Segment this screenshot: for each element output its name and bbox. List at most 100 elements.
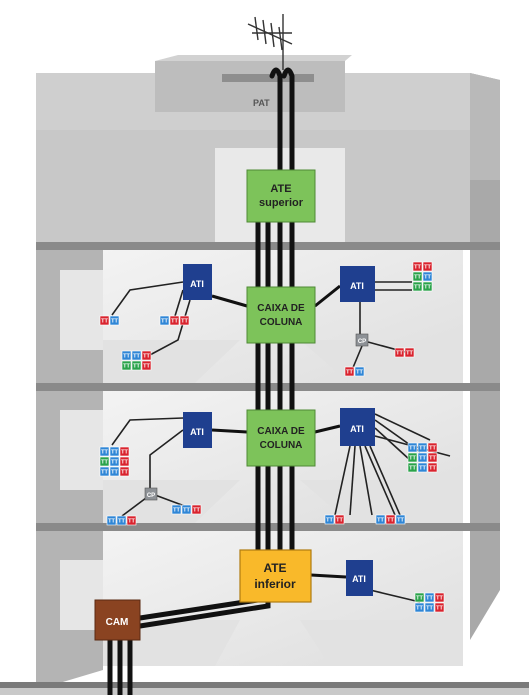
tt-outlet-label: TT [101,470,108,476]
svg-text:ATI: ATI [190,427,204,437]
tt-outlet-label: TT [429,466,436,472]
ati-floor-2-left: ATI [183,412,212,448]
tt-outlet [109,446,120,457]
tt-outlet-label: TT [426,596,433,602]
tt-outlet-label: TT [123,354,130,360]
svg-text:inferior: inferior [254,577,296,591]
tt-outlet [109,456,120,467]
svg-text:CP: CP [147,493,155,499]
tt-outlet-label: TT [429,456,436,462]
tt-outlet-label: TT [414,265,421,271]
tt-outlet [99,466,110,477]
tt-outlet-label: TT [387,518,394,524]
tt-outlet [422,281,433,292]
tt-outlet [169,315,180,326]
tt-outlet-label: TT [143,364,150,370]
tt-outlet [121,360,132,371]
svg-text:ATE: ATE [270,183,291,195]
tt-outlet [121,350,132,361]
tt-outlet [434,592,445,603]
tt-outlet-label: TT [409,466,416,472]
tt-outlet [417,462,428,473]
tt-outlet [394,347,405,358]
tt-outlet [395,514,406,525]
tt-outlet-label: TT [123,364,130,370]
tt-outlet-label: TT [111,460,118,466]
tt-outlet-label: TT [424,285,431,291]
tt-outlet [116,515,127,526]
svg-text:CAM: CAM [106,617,129,628]
tt-outlet-label: TT [173,508,180,514]
tt-outlet-label: TT [161,319,168,325]
riser-cables [255,67,295,591]
tt-outlet-label: TT [436,606,443,612]
tt-outlet [417,442,428,453]
tt-outlet-label: TT [426,606,433,612]
tt-outlet-label: TT [406,351,413,357]
cp-floor-2: CP [144,487,158,501]
svg-text:ATI: ATI [352,574,366,584]
pat-label: PAT [253,98,270,108]
tt-outlet-label: TT [419,456,426,462]
tt-outlet [375,514,386,525]
svg-text:COLUNA: COLUNA [260,440,303,451]
tt-outlet-label: TT [121,450,128,456]
tt-outlet [414,602,425,613]
ati-links [211,284,347,579]
tt-outlet [191,504,202,515]
tt-outlet [131,360,142,371]
svg-text:CAIXA DE: CAIXA DE [257,426,305,437]
antenna-icon [247,14,293,70]
tt-outlet-label: TT [193,508,200,514]
tt-outlet-group: TT [395,514,406,525]
tt-outlet-label: TT [424,275,431,281]
cp-floor-1: CP [355,333,369,347]
tt-outlet [427,462,438,473]
tt-outlet-label: TT [397,518,404,524]
tt-outlet-label: TT [171,319,178,325]
tt-outlet-label: TT [336,518,343,524]
ati-ground-floor: ATI [346,560,373,596]
ground-line [0,682,529,688]
tt-outlet [99,446,110,457]
tt-outlet-label: TT [416,606,423,612]
tt-outlet-label: TT [121,470,128,476]
tt-outlet [126,515,137,526]
tt-outlet-label: TT [183,508,190,514]
caixa-de-coluna-floor-1: CAIXA DE COLUNA [246,286,316,344]
tt-outlet-label: TT [118,519,125,525]
tt-outlet-label: TT [111,450,118,456]
tt-outlet [404,347,415,358]
outlet-cables [111,281,451,603]
tt-outlet [159,315,170,326]
svg-text:COLUNA: COLUNA [260,317,303,328]
tt-outlet [334,514,345,525]
tt-outlet-label: TT [419,466,426,472]
tt-outlet [407,462,418,473]
tt-outlet [407,442,418,453]
tt-outlet-label: TT [128,519,135,525]
tt-outlet [422,271,433,282]
tt-outlet-label: TT [101,319,108,325]
tt-outlet-label: TT [414,285,421,291]
tt-outlet [414,592,425,603]
tt-outlet [407,452,418,463]
building-right-wall [470,73,500,640]
cam-box: CAM [94,599,141,641]
tt-outlet-label: TT [111,319,118,325]
tt-outlet-label: TT [396,351,403,357]
ati-floor-1-right: ATI [340,266,375,302]
tt-outlet [412,281,423,292]
svg-text:CAIXA DE: CAIXA DE [257,303,305,314]
tt-outlet [171,504,182,515]
